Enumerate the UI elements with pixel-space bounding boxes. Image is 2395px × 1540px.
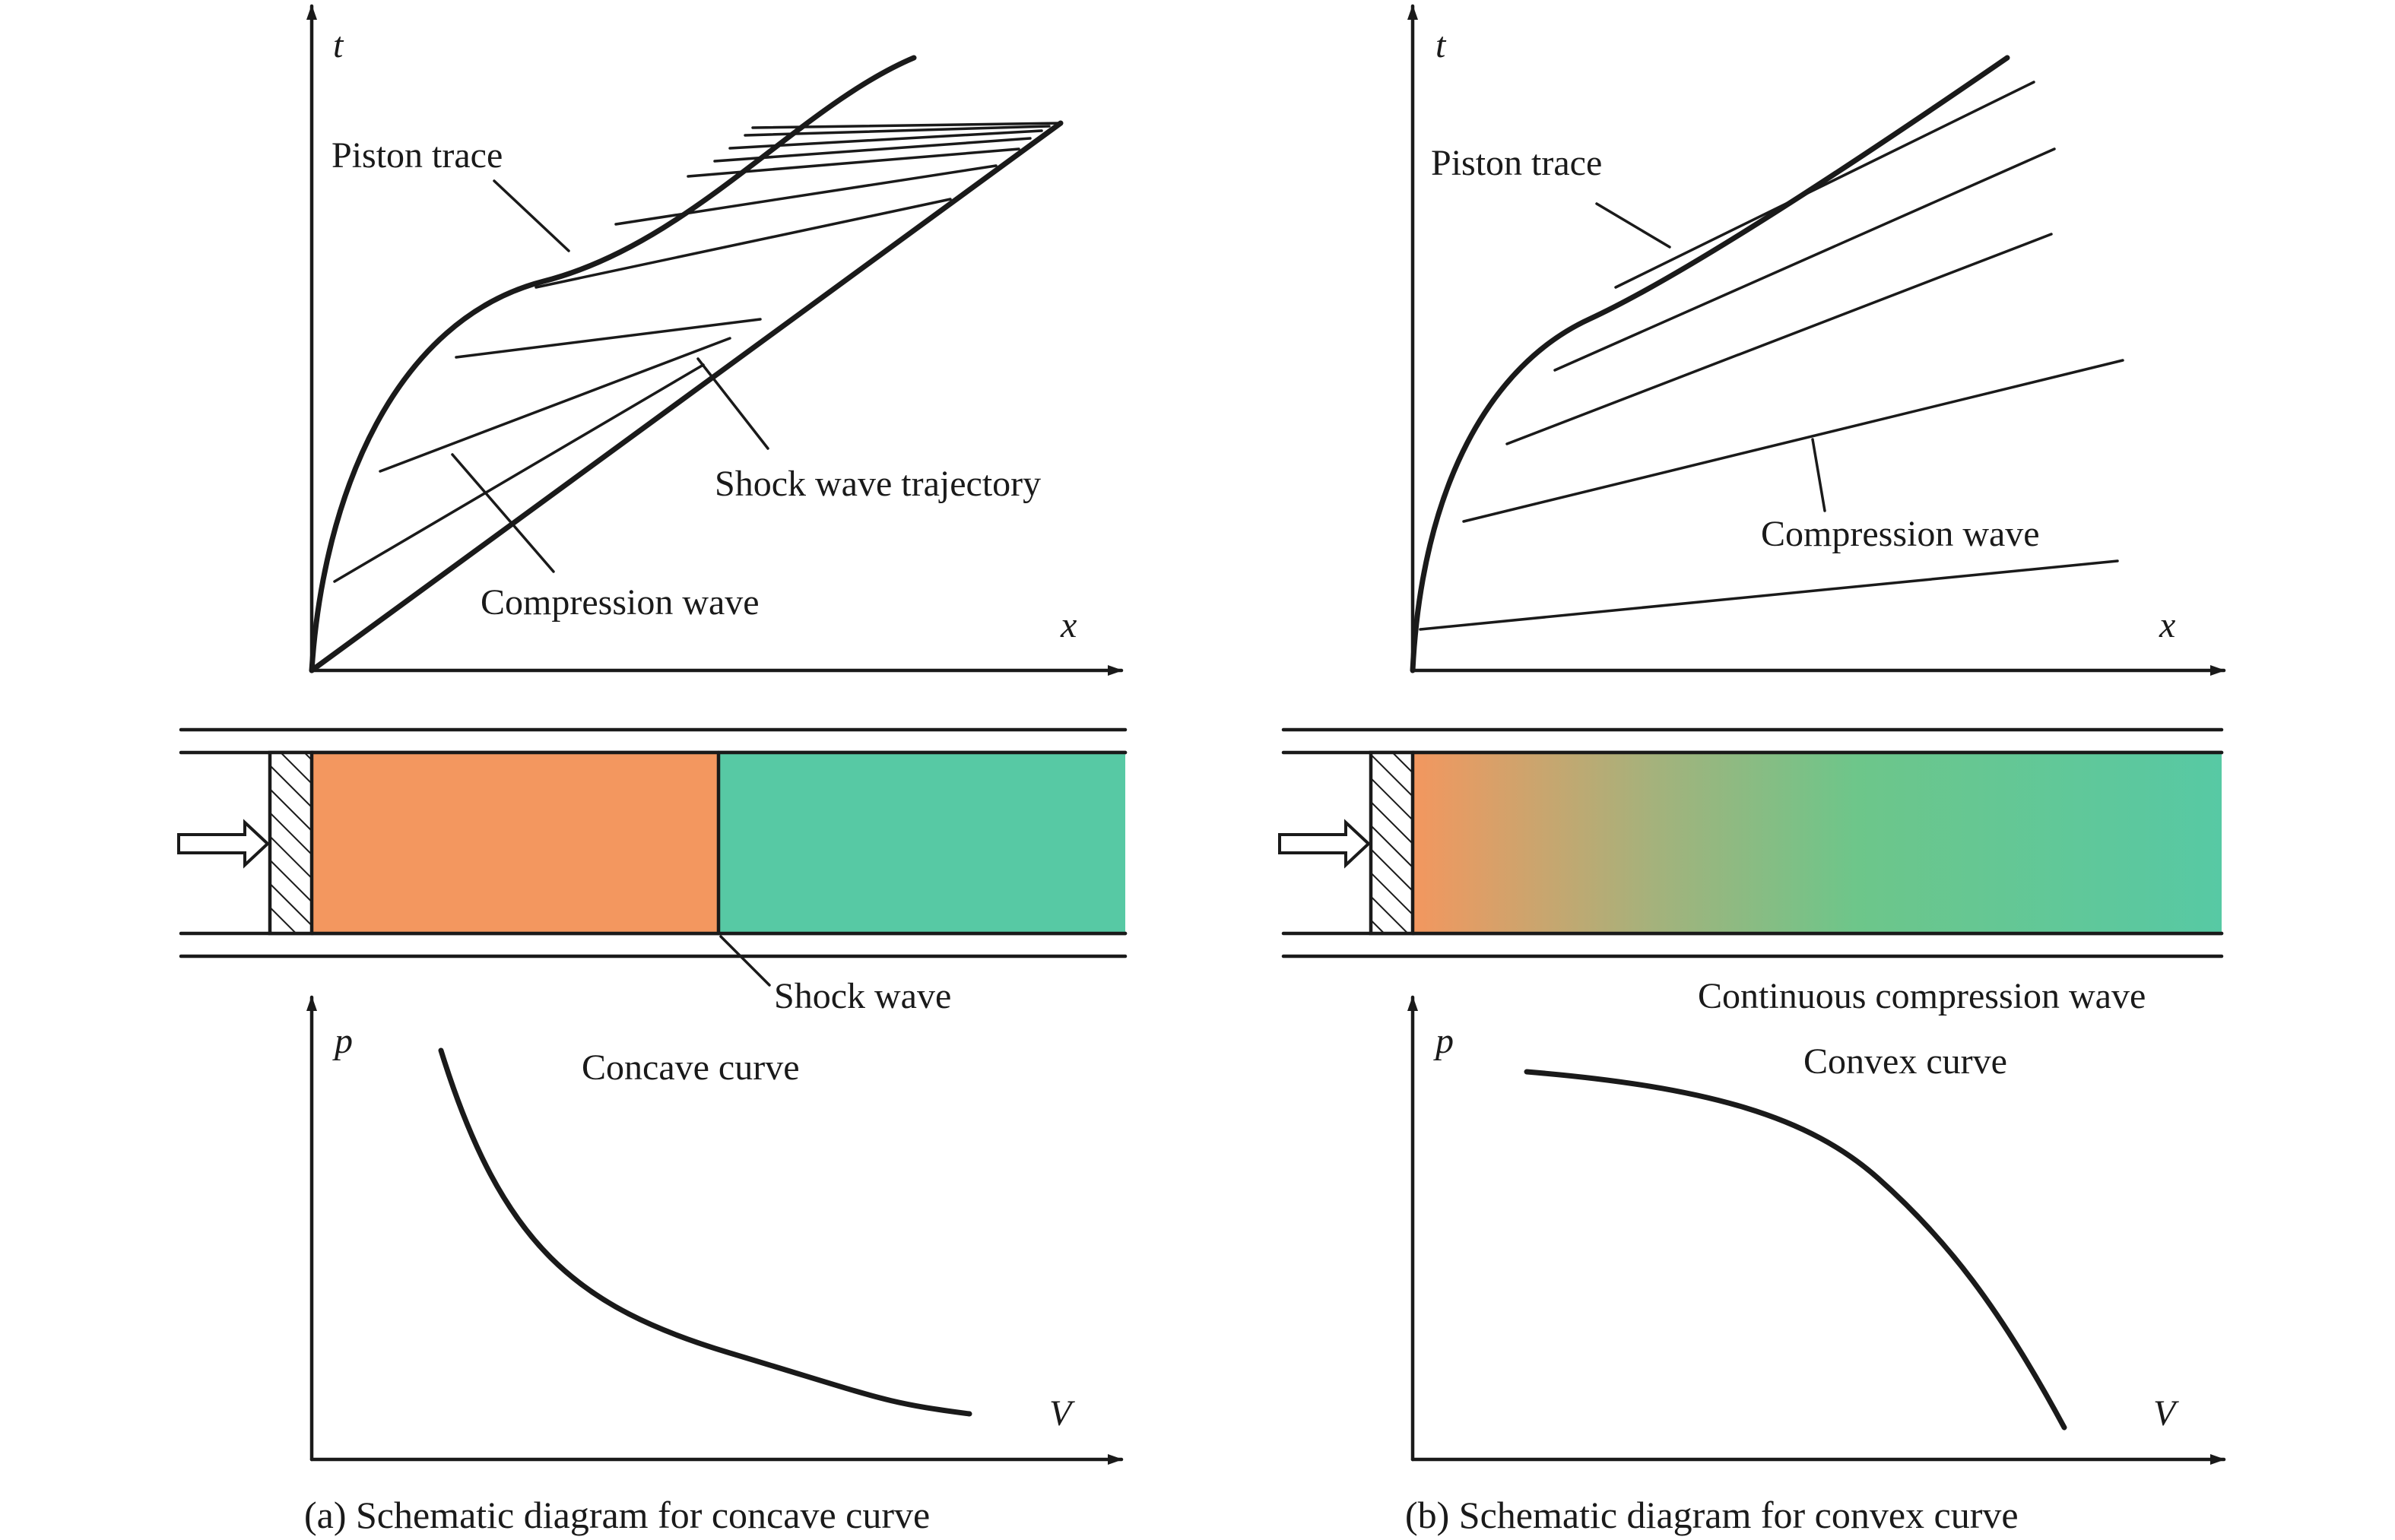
panel-a-compression-leader xyxy=(451,453,555,573)
compression-wave-line xyxy=(1553,147,2056,372)
compression-wave-line xyxy=(455,318,762,359)
panel-b-t-axis-label: t xyxy=(1435,25,1447,65)
piston xyxy=(268,750,314,936)
panel-a-piston-trace xyxy=(309,55,917,673)
compression-wave-line xyxy=(614,164,998,226)
panel-b: t x Piston trace Compression wave xyxy=(1278,4,2226,1536)
panel-b-caption: (b) Schematic diagram for convex curve xyxy=(1405,1494,2019,1536)
panel-b-curve-label: Convex curve xyxy=(1803,1041,2007,1082)
panel-b-convex-curve xyxy=(1524,1069,2067,1431)
panel-b-compression-leader xyxy=(1811,438,1826,512)
panel-b-piston-leader xyxy=(1595,202,1671,249)
compression-wave-line xyxy=(751,122,1062,129)
compression-wave-line xyxy=(1419,559,2119,631)
panel-b-tx-diagram: t x Piston trace Compression wave xyxy=(1407,4,2226,676)
panel-a-tube: Shock wave xyxy=(177,727,1128,1016)
panel-a-shock-wave-leader xyxy=(719,935,771,987)
panel-a-x-axis-label: x xyxy=(1060,605,1077,645)
panel-a-piston-label: Piston trace xyxy=(331,135,503,176)
compression-wave-line xyxy=(1505,233,2053,445)
panel-b-piston-trace xyxy=(1410,55,2010,673)
panel-b-x-axis-label: x xyxy=(2159,605,2175,645)
panel-a-compression-label: Compression wave xyxy=(481,582,760,623)
panel-a-shock-leader xyxy=(696,357,769,450)
panel-b-wave-label: Continuous compression wave xyxy=(1698,976,2146,1016)
gradient-gas-region xyxy=(1413,753,2222,933)
panel-a-t-axis-label: t xyxy=(333,25,344,65)
compressed-gas-region xyxy=(312,753,718,933)
panel-a-concave-curve xyxy=(438,1047,972,1417)
panel-b-v-axis-label: V xyxy=(2153,1393,2179,1434)
push-arrow-icon xyxy=(177,819,270,869)
panel-a-shock-trajectory-label: Shock wave trajectory xyxy=(715,464,1041,504)
compression-wave-line xyxy=(713,137,1032,163)
panel-b-compression-label: Compression wave xyxy=(1761,514,2040,554)
compression-wave-line xyxy=(333,363,705,583)
compression-wave-line xyxy=(379,337,731,473)
panel-a-v-axis-label: V xyxy=(1049,1393,1075,1434)
panel-b-compression-waves xyxy=(1419,81,2124,631)
compression-wave-line xyxy=(1462,359,2124,523)
panel-a-curve-label: Concave curve xyxy=(582,1047,800,1088)
panel-b-pv-diagram: p V Convex curve xyxy=(1407,995,2226,1465)
panel-a-shock-wave-label: Shock wave xyxy=(774,976,951,1016)
undisturbed-gas-region xyxy=(718,753,1125,933)
panel-a-caption: (a) Schematic diagram for concave curve xyxy=(304,1494,930,1536)
panel-b-piston-label: Piston trace xyxy=(1431,143,1602,183)
compression-wave-line xyxy=(1614,81,2035,289)
panel-b-p-axis-label: p xyxy=(1433,1021,1454,1061)
panel-a-shock-trajectory xyxy=(309,120,1064,673)
panel-a: t x Piston trace Shock wave traj xyxy=(177,4,1128,1536)
panel-a-piston-leader xyxy=(493,179,570,252)
panel-a-compression-waves xyxy=(333,122,1062,583)
piston xyxy=(1369,750,1415,936)
panel-b-tube: Continuous compression wave xyxy=(1278,727,2224,1016)
panel-a-p-axis-label: p xyxy=(332,1021,353,1061)
push-arrow-icon xyxy=(1278,819,1371,869)
compression-wave-line xyxy=(535,198,952,289)
compression-wave-line xyxy=(687,147,1020,178)
panel-a-pv-diagram: p V Concave curve xyxy=(306,995,1124,1465)
compression-wave-line xyxy=(728,129,1043,150)
panel-a-tx-diagram: t x Piston trace Shock wave traj xyxy=(306,4,1124,676)
compression-wave-line xyxy=(744,125,1051,137)
